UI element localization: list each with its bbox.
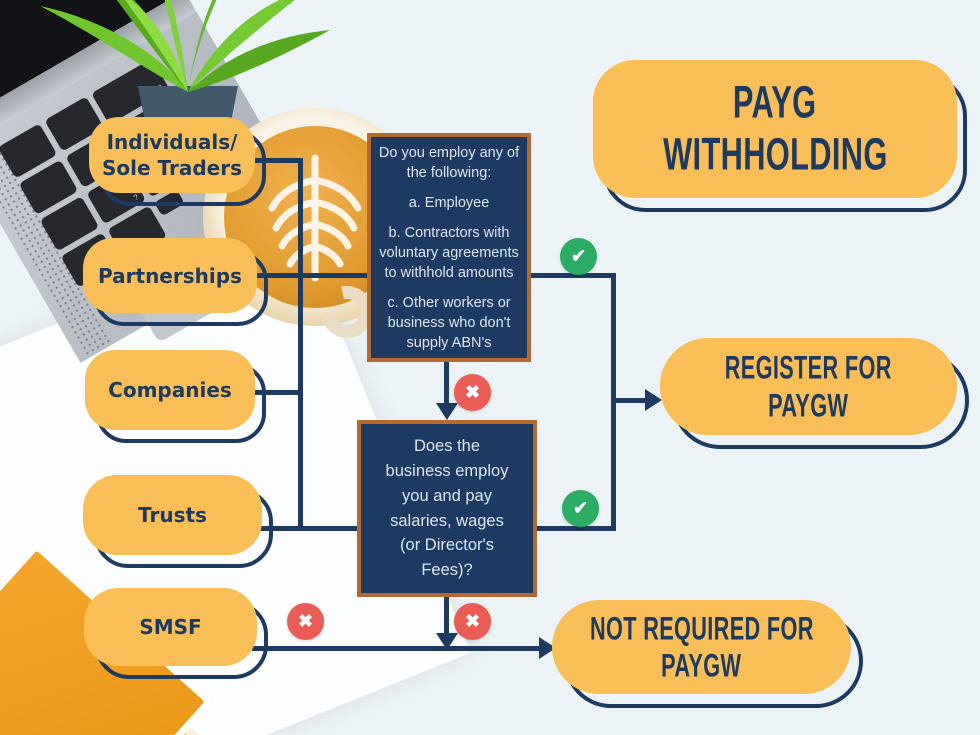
entity-label: Individuals/ — [106, 130, 238, 154]
cross-icon: ✖ — [454, 603, 491, 640]
keyboard-key — [18, 159, 79, 215]
entity-label: Partnerships — [98, 263, 242, 288]
question-1-box: Do you employ any of the following: a. E… — [367, 133, 531, 362]
title-line: PAYG — [733, 77, 817, 129]
entity-label: Sole Traders — [102, 156, 242, 180]
keyboard-key — [39, 196, 100, 252]
connector-smsf-to-not-required — [252, 646, 541, 651]
question-1-intro: Do you employ any of the following: — [378, 144, 520, 181]
connector-partnerships-to-q1 — [252, 273, 368, 278]
question-1-option-b: b. Contractors with voluntary agreements… — [379, 224, 519, 281]
question-1-option-c: c. Other workers or business who don't s… — [387, 294, 511, 351]
outcome-register-for-paygw: REGISTER FOR PAYGW — [660, 338, 957, 435]
outcome-not-required-for-paygw: NOT REQUIRED FOR PAYGW — [552, 600, 851, 694]
arrow-into-not-required — [539, 637, 556, 659]
arrow-into-register — [645, 389, 662, 411]
entity-label: SMSF — [139, 615, 202, 639]
question-2-box: Does the business employ you and pay sal… — [357, 420, 537, 597]
connector-q1-yes — [529, 273, 616, 278]
arrow-down-into-q2 — [436, 403, 458, 420]
keyboard-key — [0, 123, 58, 179]
outcome-line: PAYGW — [768, 386, 849, 424]
question-2-text: Does the business employ you and pay sal… — [385, 437, 509, 579]
outcome-line: PAYGW — [661, 647, 742, 684]
entity-individuals-sole-traders: Individuals/ Sole Traders — [89, 117, 255, 193]
connector-to-register — [611, 398, 646, 403]
title-payg-withholding: PAYG WITHHOLDING — [593, 60, 957, 198]
connector-left-trunk — [298, 158, 303, 531]
entity-label: Trusts — [138, 503, 207, 527]
entity-companies: Companies — [85, 350, 255, 430]
title-line: WITHHOLDING — [662, 129, 888, 180]
question-1-option-a: a. Employee — [408, 194, 490, 211]
connector-q1-to-q2 — [444, 360, 449, 404]
cross-icon: ✖ — [287, 603, 324, 640]
keyboard-key-delete: delete — [91, 58, 170, 125]
laptop-screen — [0, 0, 185, 130]
check-icon: ✔ — [562, 490, 599, 527]
cross-icon: ✖ — [454, 374, 491, 411]
entity-smsf: SMSF — [84, 588, 257, 666]
connector-q2-yes — [535, 526, 616, 531]
entity-label: Companies — [108, 378, 232, 402]
connector-q2-no — [444, 595, 449, 634]
entity-trusts: Trusts — [83, 475, 262, 555]
outcome-line: NOT REQUIRED FOR — [589, 610, 814, 647]
check-icon: ✔ — [560, 238, 597, 275]
entity-partnerships: Partnerships — [83, 238, 257, 313]
outcome-line: REGISTER FOR — [725, 349, 892, 387]
